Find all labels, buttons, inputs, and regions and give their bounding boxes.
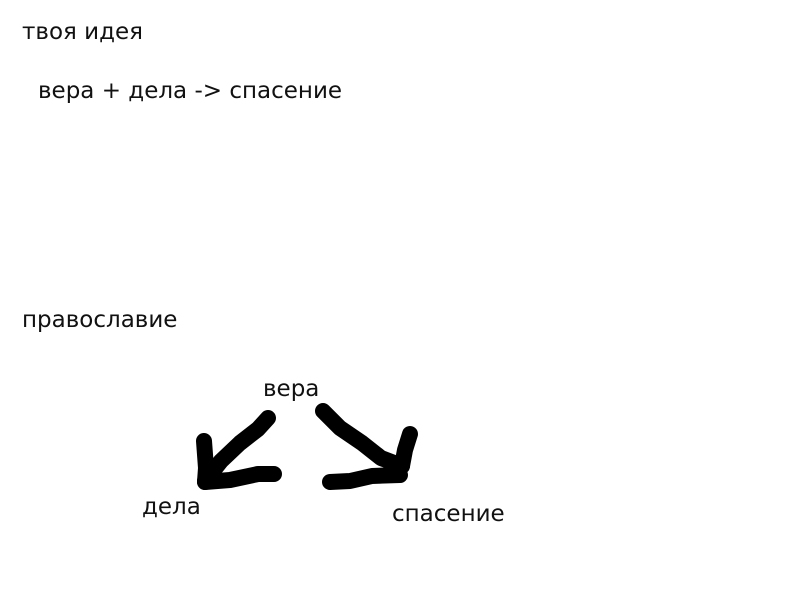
node-salvation: спасение bbox=[392, 501, 505, 527]
heading-your-idea: твоя идея bbox=[22, 19, 144, 45]
arrow-faith-to-works bbox=[196, 410, 282, 490]
node-faith: вера bbox=[263, 376, 320, 402]
arrow-faith-to-salvation bbox=[315, 403, 418, 490]
node-works: дела bbox=[142, 494, 201, 520]
heading-orthodoxy: православие bbox=[22, 307, 178, 333]
formula-text: вера + дела -> спасение bbox=[38, 78, 343, 104]
